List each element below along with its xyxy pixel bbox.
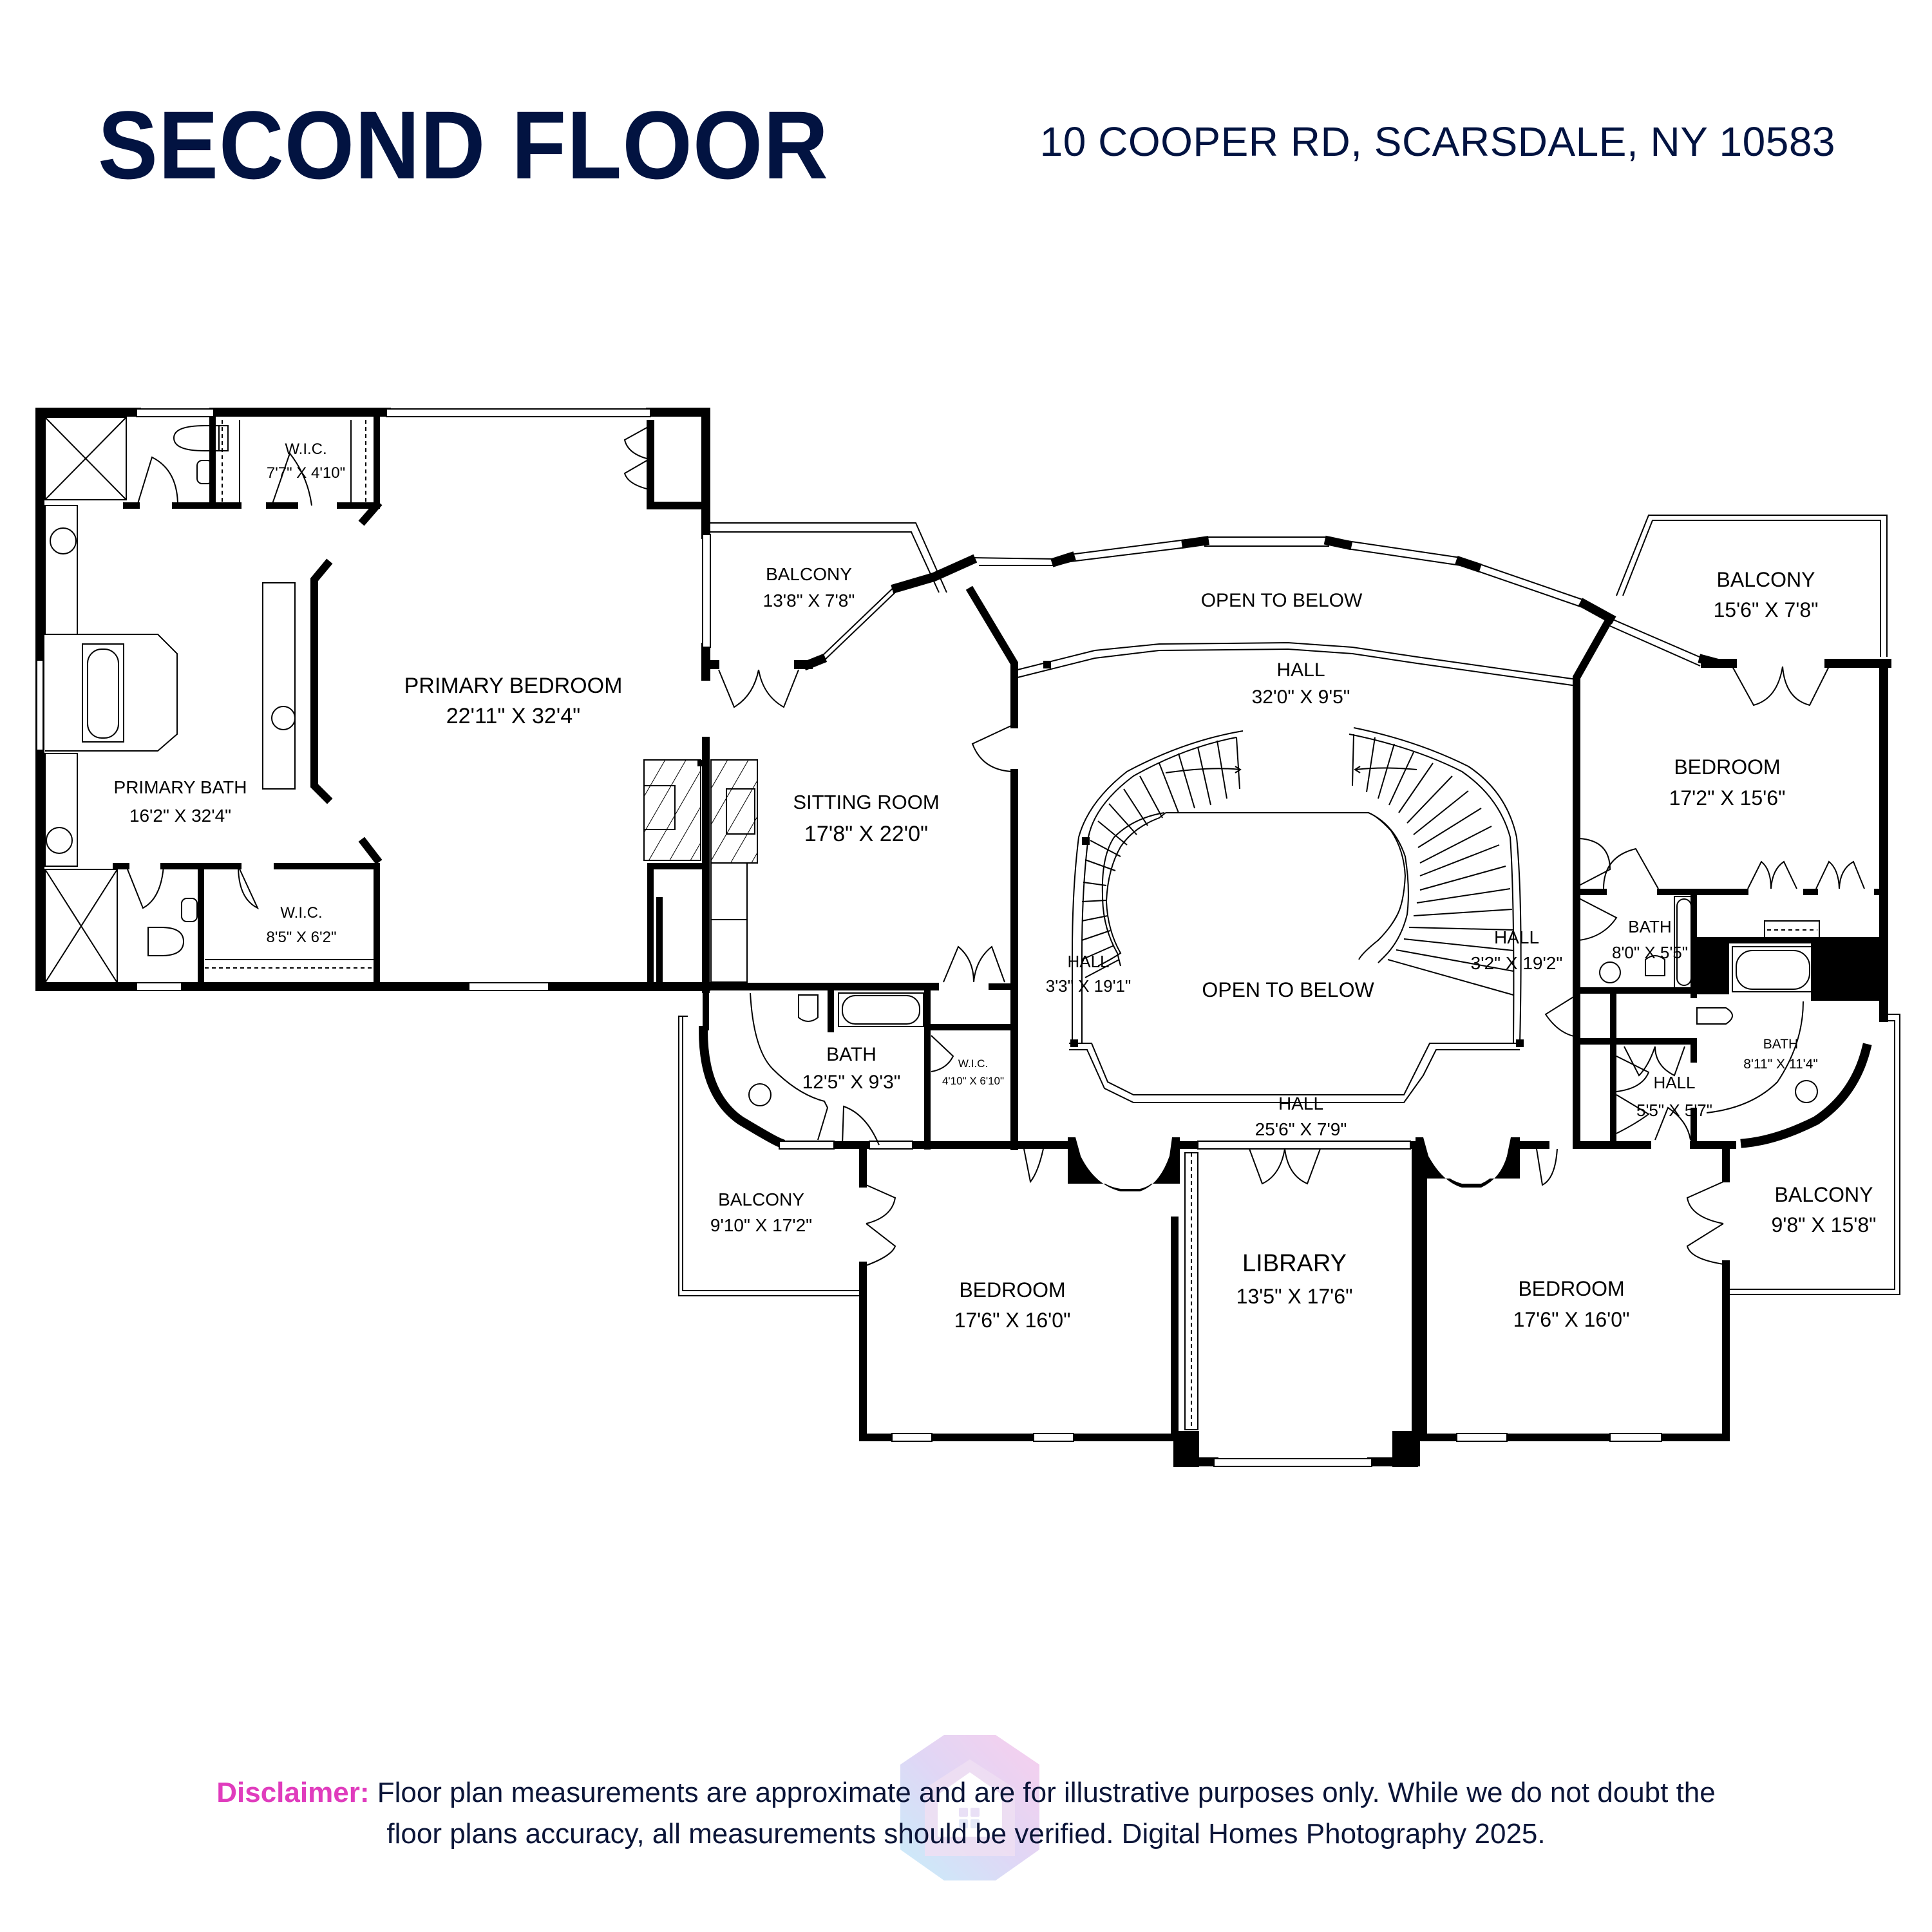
room-name-wic-bottom: W.I.C. <box>280 904 322 922</box>
disclaimer: Disclaimer: Floor plan measurements are … <box>0 1772 1932 1855</box>
room-name-hall-bottom: HALL <box>1278 1094 1323 1113</box>
room-name-balcony-nw: BALCONY <box>766 564 852 584</box>
room-name-bath-sw: BATH <box>826 1044 876 1065</box>
room-dims-balcony-ne: 15'6" X 7'8" <box>1713 598 1818 621</box>
balcony-outlines <box>678 515 1900 1296</box>
property-address: 10 COOPER RD, SCARSDALE, NY 10583 <box>1039 118 1835 165</box>
disclaimer-text-1: Floor plan measurements are approximate … <box>369 1777 1716 1808</box>
arc-windows <box>820 536 1706 687</box>
room-name-open-to-below-center: OPEN TO BELOW <box>1202 978 1374 1001</box>
disclaimer-line-1: Disclaimer: Floor plan measurements are … <box>0 1772 1932 1814</box>
fixtures <box>44 417 1865 1430</box>
disclaimer-line-2: floor plans accuracy, all measurements s… <box>386 1818 1546 1850</box>
room-dims-wic-sw: 4'10" X 6'10" <box>942 1075 1004 1087</box>
room-dims-balcony-nw: 13'8" X 7'8" <box>763 591 855 611</box>
windows <box>36 408 1662 1467</box>
room-name-hall-top: HALL <box>1276 659 1325 681</box>
column <box>1043 661 1051 668</box>
room-dims-sitting-room: 17'8" X 22'0" <box>804 822 928 846</box>
house-logo-icon <box>900 1735 1039 1880</box>
room-name-wic-top: W.I.C. <box>285 440 327 458</box>
room-dims-hall-bottom: 25'6" X 7'9" <box>1255 1119 1347 1139</box>
room-name-bath-ne: BATH <box>1628 917 1671 936</box>
room-labels: PRIMARY BATH 16'2" X 32'4" W.I.C. 7'7" X… <box>114 440 1877 1332</box>
room-dims-balcony-se: 9'8" X 15'8" <box>1771 1213 1876 1236</box>
room-dims-bath-se: 8'11" X 11'4" <box>1743 1057 1818 1072</box>
disclaimer-label: Disclaimer: <box>216 1777 370 1808</box>
room-name-primary-bath: PRIMARY BATH <box>114 777 247 797</box>
room-dims-hall-right: 3'2" X 19'2" <box>1471 953 1563 973</box>
room-dims-primary-bath: 16'2" X 32'4" <box>129 806 231 826</box>
room-dims-bedroom-se: 17'6" X 16'0" <box>1513 1308 1630 1331</box>
room-dims-library: 13'5" X 17'6" <box>1236 1285 1353 1308</box>
room-name-open-to-below-top: OPEN TO BELOW <box>1201 590 1363 611</box>
room-dims-wic-top: 7'7" X 4'10" <box>267 464 345 482</box>
room-dims-wic-bottom: 8'5" X 6'2" <box>267 929 337 946</box>
room-name-hall-left: HALL <box>1067 952 1109 971</box>
room-dims-bath-ne: 8'0" X 5'5" <box>1612 943 1688 962</box>
room-dims-balcony-sw: 9'10" X 17'2" <box>710 1215 812 1235</box>
room-name-balcony-ne: BALCONY <box>1717 568 1815 591</box>
room-name-bedroom-se: BEDROOM <box>1518 1277 1624 1300</box>
page-title: SECOND FLOOR <box>98 91 829 199</box>
room-name-library: LIBRARY <box>1242 1250 1347 1277</box>
room-dims-hall-top: 32'0" X 9'5" <box>1252 687 1350 708</box>
room-dims-bedroom-ne: 17'2" X 15'6" <box>1669 786 1786 810</box>
room-name-bedroom-sw: BEDROOM <box>959 1278 1065 1302</box>
room-dims-primary-bedroom: 22'11" X 32'4" <box>446 704 581 728</box>
room-dims-hall-left: 3'3" X 19'1" <box>1046 976 1131 996</box>
room-name-balcony-se: BALCONY <box>1775 1183 1873 1206</box>
room-name-balcony-sw: BALCONY <box>718 1189 804 1209</box>
grand-staircase <box>1069 727 1522 1103</box>
room-name-bedroom-ne: BEDROOM <box>1674 755 1780 779</box>
room-dims-bath-sw: 12'5" X 9'3" <box>802 1072 901 1093</box>
room-name-hall-right: HALL <box>1494 927 1539 947</box>
room-dims-hall-small: 5'5" X 5'7" <box>1636 1101 1712 1120</box>
room-name-primary-bedroom: PRIMARY BEDROOM <box>404 674 623 698</box>
room-name-hall-small: HALL <box>1653 1073 1695 1092</box>
walls <box>35 408 1891 1467</box>
room-name-sitting-room: SITTING ROOM <box>793 791 939 813</box>
room-name-wic-sw: W.I.C. <box>958 1057 988 1070</box>
room-name-bath-se: BATH <box>1763 1037 1798 1052</box>
room-dims-bedroom-sw: 17'6" X 16'0" <box>954 1309 1071 1332</box>
